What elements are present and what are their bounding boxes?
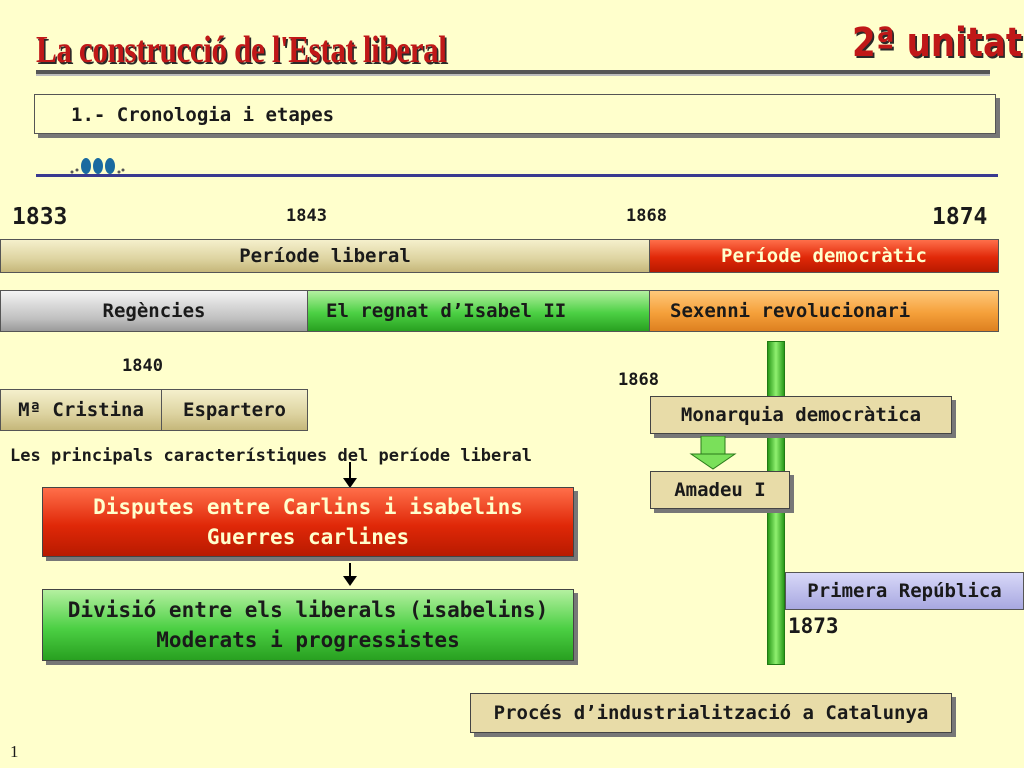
period-democratic: Període democràtic	[649, 239, 999, 273]
divider-line	[36, 174, 998, 177]
carlist-disputes-box: Disputes entre Carlins i isabelins Guerr…	[42, 487, 574, 557]
monarquia-label: Monarquia democràtica	[680, 404, 922, 426]
section-heading: 1.- Cronologia i etapes	[71, 104, 335, 126]
stage-sexenni-label: Sexenni revolucionari	[670, 300, 911, 322]
ornament-icon	[70, 158, 125, 174]
republica-label: Primera República	[807, 580, 1002, 602]
carlist-line1: Disputes entre Carlins i isabelins	[93, 495, 523, 519]
monarquia-box: Monarquia democràtica	[650, 396, 952, 434]
regent-espartero-label: Espartero	[183, 399, 286, 421]
arrow-down-icon	[689, 436, 737, 470]
regent-cristina-label: Mª Cristina	[18, 399, 144, 421]
amadeu-label: Amadeu I	[674, 479, 766, 501]
year-1868-top: 1868	[626, 206, 667, 226]
characteristics-caption: Les principals característiques del perí…	[10, 446, 532, 466]
regent-cristina: Mª Cristina	[0, 389, 162, 431]
stage-isabel-label: El regnat d’Isabel II	[326, 300, 567, 322]
carlist-line2: Guerres carlines	[206, 525, 410, 549]
page-number: 1	[10, 742, 19, 761]
year-1874: 1874	[932, 204, 988, 230]
year-1868-detail: 1868	[618, 370, 659, 390]
unit-label: 2ª unitat	[852, 20, 1023, 66]
section-heading-box: 1.- Cronologia i etapes	[34, 94, 996, 134]
regent-espartero: Espartero	[161, 389, 308, 431]
stage-sexenni: Sexenni revolucionari	[649, 290, 999, 332]
year-1833: 1833	[12, 204, 68, 230]
arrow-down-icon	[343, 478, 357, 488]
period-democratic-label: Període democràtic	[721, 245, 927, 267]
liberal-division-box: Divisió entre els liberals (isabelins) M…	[42, 589, 574, 661]
stage-regencies-label: Regències	[102, 300, 206, 322]
year-1843: 1843	[286, 206, 327, 226]
republica-box: Primera República	[785, 572, 1024, 610]
division-line2: Moderats i progressistes	[156, 628, 460, 652]
stage-isabel: El regnat d’Isabel II	[307, 290, 650, 332]
period-liberal-label: Període liberal	[239, 245, 411, 267]
year-1873: 1873	[788, 614, 839, 638]
stage-regencies: Regències	[0, 290, 308, 332]
period-liberal: Període liberal	[0, 239, 650, 273]
industrialization-box: Procés d’industrialització a Catalunya	[470, 693, 952, 733]
year-1840: 1840	[122, 356, 163, 376]
arrow-line-2	[349, 563, 351, 579]
title-underline	[36, 70, 990, 74]
arrow-down-icon	[343, 576, 357, 586]
division-line1: Divisió entre els liberals (isabelins)	[67, 598, 549, 622]
amadeu-box: Amadeu I	[650, 471, 790, 509]
arrow-line-1	[349, 462, 351, 482]
slide-title: La construcció de l'Estat liberal	[36, 29, 447, 71]
industrialization-label: Procés d’industrialització a Catalunya	[493, 702, 929, 724]
